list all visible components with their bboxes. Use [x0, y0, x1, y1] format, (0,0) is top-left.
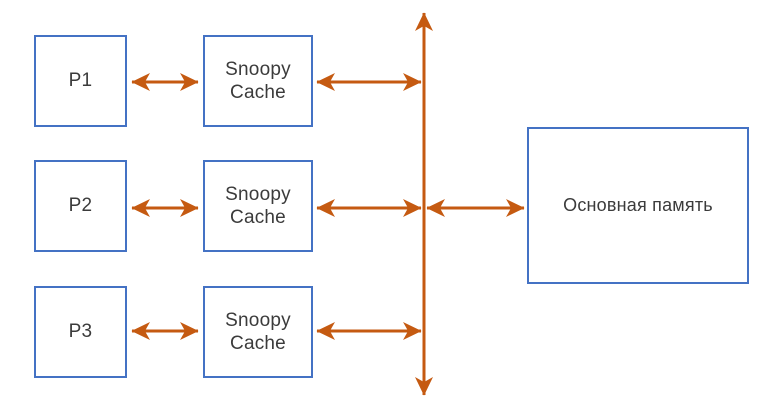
processor-label-p1: P1	[68, 70, 93, 92]
processor-label-p3: P3	[68, 321, 93, 343]
processor-label-p2: P2	[68, 195, 93, 217]
processor-box-p1[interactable]: P1	[34, 35, 127, 127]
snoopy-cache-label-3: Snoopy Cache	[225, 309, 291, 354]
snoopy-cache-box-2[interactable]: Snoopy Cache	[203, 160, 313, 252]
snoopy-cache-label-1: Snoopy Cache	[225, 58, 291, 103]
main-memory-label: Основная память	[563, 194, 713, 215]
snoopy-cache-box-1[interactable]: Snoopy Cache	[203, 35, 313, 127]
snoopy-cache-box-3[interactable]: Snoopy Cache	[203, 286, 313, 378]
snoopy-cache-label-2: Snoopy Cache	[225, 183, 291, 228]
processor-box-p2[interactable]: P2	[34, 160, 127, 252]
processor-box-p3[interactable]: P3	[34, 286, 127, 378]
main-memory-box[interactable]: Основная память	[527, 127, 749, 284]
